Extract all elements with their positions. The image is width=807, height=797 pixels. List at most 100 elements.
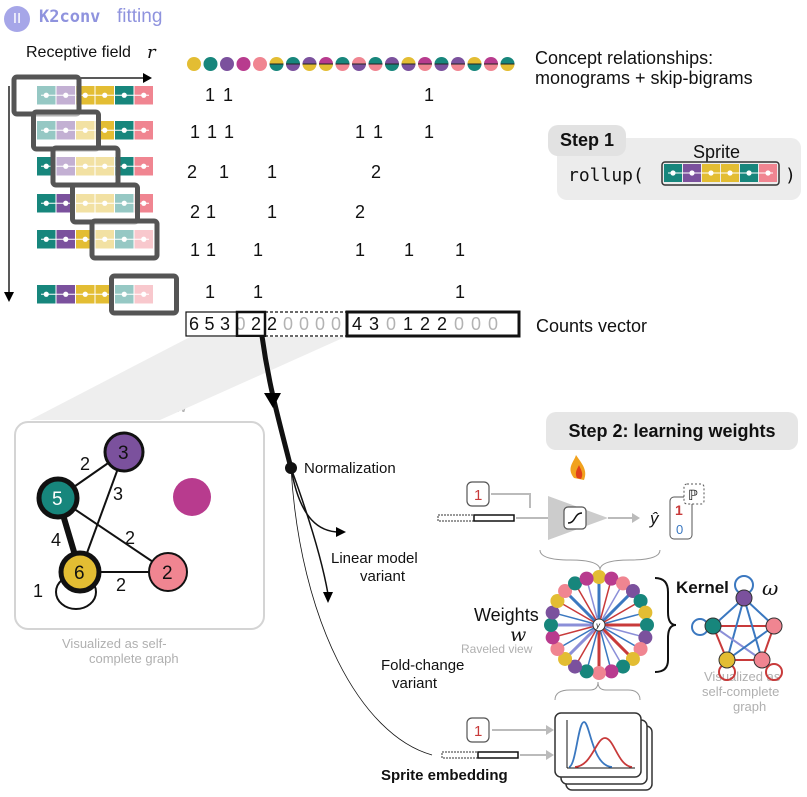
sprite-row-1-dot [63,92,69,98]
output-one: 1 [675,502,683,518]
sprite-row-4-dot [141,200,147,206]
kernel-edge [743,597,775,627]
weights-label: Weights [474,605,539,625]
kernel-caption1: Visualized as [704,669,781,684]
concept-monogram [236,57,251,71]
concept-bigram-bottom [319,64,333,71]
sprite-row-1-cell [115,86,134,105]
sprite-row-5-dot [63,236,69,242]
kernel-self-loop [691,618,709,636]
concept-bigram-bottom [434,64,449,71]
concept-bigram-top [484,57,498,64]
step1-code: rollup( [568,165,644,186]
kernel-node [753,651,771,669]
count-value: 1 [424,85,435,105]
sprite-row-1-dot [141,92,147,98]
sprite-row-6-dot [43,291,49,297]
weight-spoke [585,578,600,626]
foldchange-variant-line2: variant [392,675,438,692]
foldchange-bias-value: 1 [474,723,482,740]
count-value: 1 [219,162,230,182]
weight-concept [640,618,654,632]
sprite-row-3-dot [121,163,127,169]
sprite-row-4-cell [134,194,153,213]
weight-spoke [598,624,646,639]
weight-concept [616,659,630,674]
weight-spoke [598,624,624,667]
weight-concept [545,605,560,620]
weight-concept [638,605,653,620]
output-arrowhead [632,513,640,523]
concept-bigram-top [286,57,300,64]
foldchange-bias-box [466,717,490,743]
weight-spoke [598,583,624,626]
sprite-row-4-cell [37,194,56,213]
weight-concept [625,651,640,666]
sprite-row-4-dot [82,200,88,206]
model-brace [539,549,661,571]
sprite-row-5-cell [56,230,75,249]
concept-monogram [220,57,234,71]
weights-center [592,618,606,632]
count-value: 1 [206,240,217,260]
concept-bigram-bottom [335,64,350,71]
count-value: 2 [371,162,382,182]
weight-concept [568,576,582,591]
concept-monogram [187,57,201,71]
prob-symbol-box [683,483,705,505]
sprite-row-2-dot [43,127,49,133]
weight-concept [579,664,594,679]
count-value: 2 [355,202,366,222]
sprite-row-2-dot [82,127,88,133]
kernel-label: Kernel [676,578,729,597]
step1-code-close: ) [785,165,796,186]
density-card-back1 [560,719,648,785]
concept-monogram [253,57,267,71]
sprite-row-2-dot [121,127,127,133]
receptive-window-1 [11,74,82,117]
sprite-row-2-cell [76,121,95,140]
sigmoid-box [563,506,587,530]
density-curve-red [574,737,633,768]
weight-spoke [598,600,641,626]
bias-arrow [491,493,531,508]
foldchange-input-arrowhead [546,750,554,760]
step1-label: Step 1 [548,125,627,156]
count-value: 1 [373,122,384,142]
count-value: 1 [205,85,216,105]
counts-mono-value: 6 [189,314,200,334]
weight-spoke [597,589,635,627]
sprite-row-1-cell [37,86,56,105]
kernel-node [718,651,736,669]
linear-model-triangle [548,496,608,540]
sprite-row-1-cell [76,86,95,105]
sprite-row-3-cell [134,157,153,176]
sprite-row-5-dot [43,236,49,242]
header-title: fitting [117,6,163,27]
weight-spoke [585,624,600,672]
sprite-row-3-dot [63,163,69,169]
count-value: 1 [267,202,278,222]
foldchange-input-bar-right [477,751,519,759]
weights-sublabel: Raveled view [461,642,533,656]
sprite-row-2-cell [134,121,153,140]
foldchange-input-bar-left [441,751,479,759]
count-value: 1 [190,240,201,260]
counts-bigram-value: 0 [386,314,397,334]
density-card-back2 [565,725,653,791]
y-hat-label: ŷ [649,509,660,528]
concept-bigram-top [500,57,515,64]
graph-caption2: complete graph [89,651,179,666]
weight-concept [545,630,560,645]
sprite-row-6-dot [141,291,147,297]
weight-spoke [574,583,600,626]
sprite-row-6-dot [82,291,88,297]
output-prob-box [669,496,693,540]
count-value: 1 [253,282,264,302]
concept-bigram-top [352,57,366,64]
count-value: 2 [187,162,198,182]
concept-bigram-bottom [385,64,399,71]
linear-input-bar-right [473,514,515,522]
concept-bigram-bottom [451,64,465,71]
receptive-window-2 [31,109,101,152]
